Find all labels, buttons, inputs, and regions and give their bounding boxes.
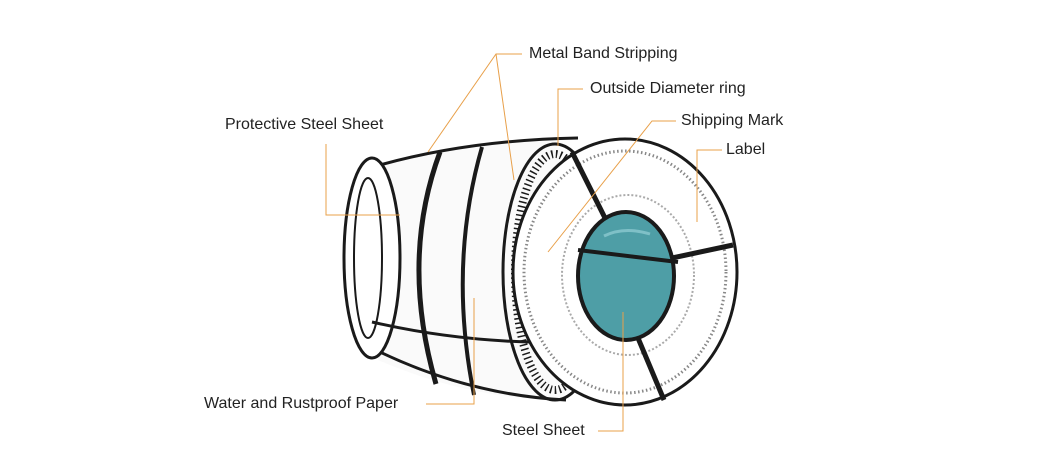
leader-outside-diameter (557, 88, 583, 146)
leader-metal-band-2 (495, 53, 515, 181)
coil-rear-cap (342, 156, 402, 360)
leader-shipping-mark (547, 120, 676, 253)
leader-steel-sheet (598, 312, 624, 432)
leader-label (696, 149, 722, 222)
leader-rustproof-paper (426, 298, 475, 405)
core-highlight (603, 229, 651, 238)
radial-strap-right (671, 242, 734, 261)
coil-top-outline (379, 136, 579, 167)
label-outside-diameter-ring: Outside Diameter ring (590, 80, 746, 97)
circumferential-band-2 (460, 146, 484, 396)
core-cross-strap (577, 248, 679, 264)
label-water-rustproof-paper: Water and Rustproof Paper (204, 395, 399, 412)
leader-protective-sheet (325, 144, 400, 216)
label-label: Label (726, 141, 766, 158)
coil-core (576, 210, 676, 342)
label-protective-steel-sheet: Protective Steel Sheet (225, 116, 384, 133)
label-metal-band-stripping: Metal Band Stripping (529, 45, 678, 62)
leader-lines (325, 53, 722, 432)
label-steel-sheet: Steel Sheet (502, 422, 585, 439)
coil-face-texture (522, 149, 728, 395)
label-shipping-mark: Shipping Mark (681, 112, 784, 129)
radial-strap-bottom (635, 337, 667, 401)
coil-rear-cap-inner (353, 177, 383, 339)
radial-strap-top (569, 150, 608, 220)
circumferential-band-1 (416, 151, 443, 385)
